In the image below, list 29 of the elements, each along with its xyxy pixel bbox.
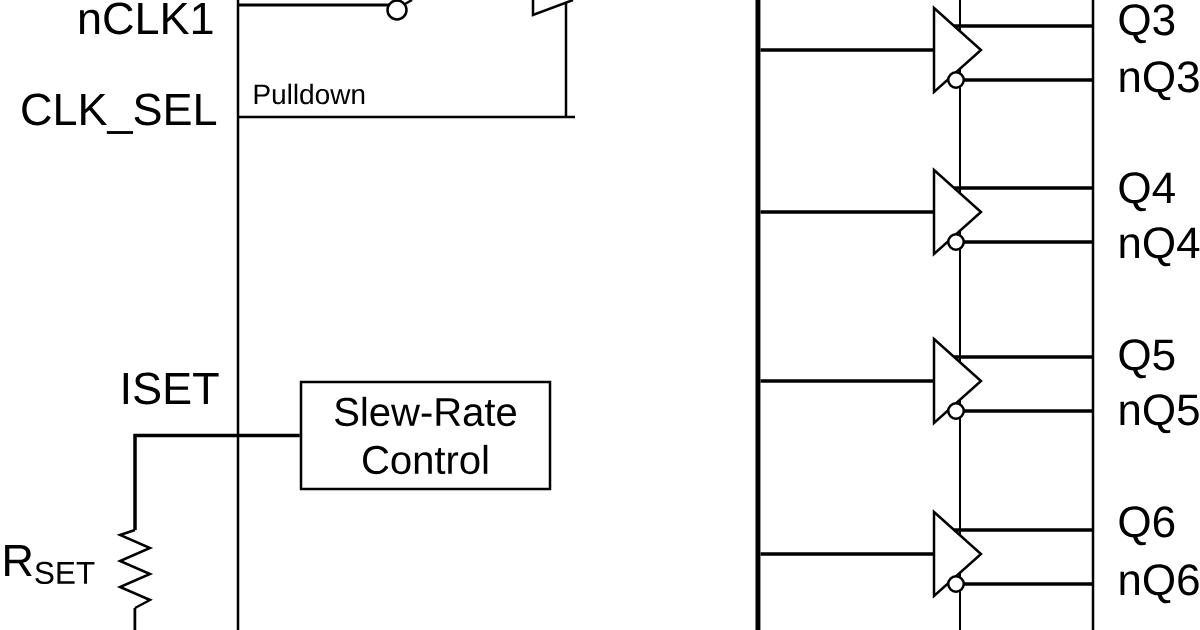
pin-label: nCLK1 (80, 2, 213, 35)
pin-label: ISET (123, 372, 219, 405)
wire (760, 210, 934, 214)
wire (954, 528, 1093, 532)
resistor-symbol (116, 528, 154, 610)
wire (760, 379, 934, 383)
pin-label: CLK_SEL (22, 93, 217, 134)
pin-label: Q6 (1119, 506, 1175, 546)
wire (133, 433, 300, 530)
bus-bar (755, 0, 761, 630)
wire (760, 48, 934, 52)
pin-label: nQ3 (1120, 61, 1199, 101)
pin-label: nQ5 (1120, 394, 1199, 434)
wire (954, 355, 1093, 359)
component-label: R$_{SET}$ (5, 545, 95, 584)
pin-label: nQ6 (1120, 564, 1199, 604)
wire (947, 71, 1093, 89)
wire (947, 575, 1093, 593)
process-box: Slew-Rate Control (299, 380, 552, 491)
pin-label: nQ4 (1120, 227, 1200, 267)
note-text: Pulldown (254, 83, 365, 105)
wire (760, 552, 934, 556)
pin-label: Q3 (1119, 4, 1175, 44)
wire (947, 233, 1093, 251)
pin-label: Q4 (1119, 172, 1175, 212)
wire (954, 24, 1093, 28)
wire (954, 186, 1093, 190)
pin-label: Q5 (1119, 339, 1175, 379)
wire (947, 402, 1093, 420)
